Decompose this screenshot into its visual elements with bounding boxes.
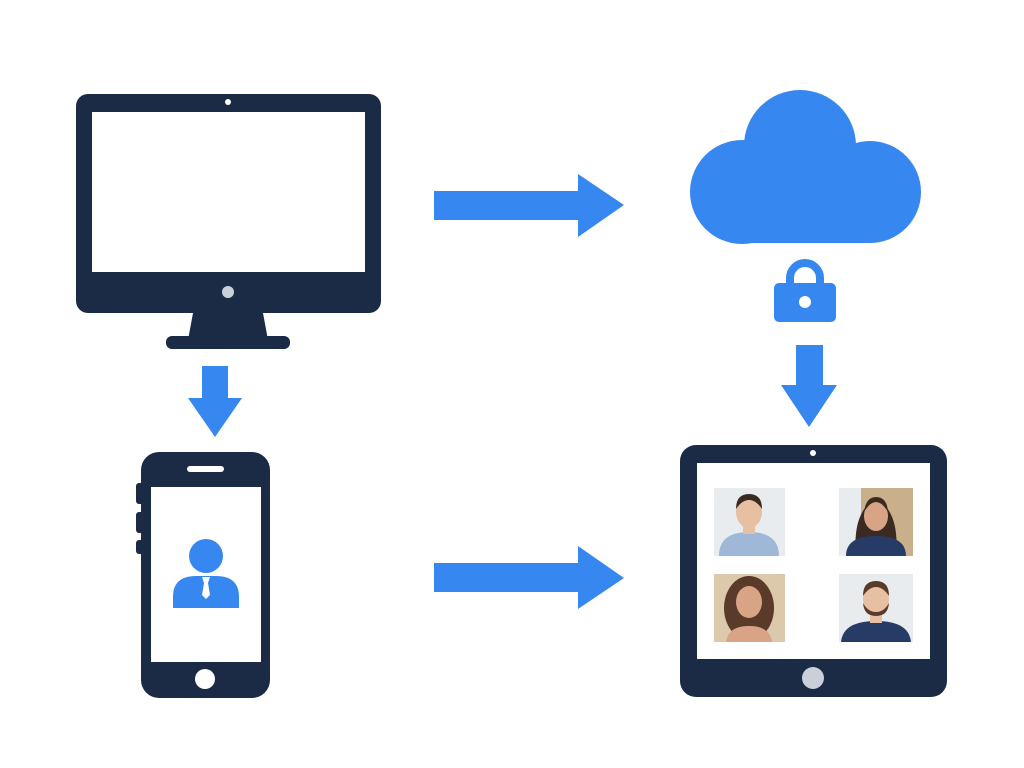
lock-shackle bbox=[786, 259, 824, 290]
monitor-camera bbox=[225, 99, 231, 105]
arrow-cloud-to-tablet bbox=[781, 345, 837, 427]
monitor-screen bbox=[92, 112, 365, 272]
arrow-desktop-to-cloud bbox=[434, 174, 624, 237]
arrow-desktop-to-phone bbox=[188, 366, 242, 437]
lock-icon bbox=[774, 259, 836, 322]
cloud-icon bbox=[690, 90, 921, 244]
tablet-home-button bbox=[802, 667, 824, 689]
participant-video-tile bbox=[714, 574, 785, 642]
desktop-monitor-icon bbox=[76, 94, 381, 349]
monitor-stand-base bbox=[166, 336, 290, 349]
video-call-grid bbox=[714, 488, 913, 642]
arrow-phone-to-tablet bbox=[434, 546, 624, 609]
smartphone-icon bbox=[136, 452, 270, 698]
user-avatar-icon bbox=[173, 539, 239, 608]
participant-video-tile bbox=[839, 574, 913, 642]
monitor-power-button bbox=[222, 286, 234, 298]
participant-video-tile bbox=[714, 488, 785, 556]
tablet-icon bbox=[680, 445, 947, 697]
avatar-tie bbox=[202, 577, 210, 599]
phone-home-button bbox=[195, 669, 215, 689]
tablet-camera bbox=[810, 450, 816, 456]
participant-video-tile bbox=[839, 488, 913, 556]
phone-speaker bbox=[187, 466, 224, 472]
monitor-stand-neck bbox=[188, 313, 268, 340]
phone-screen bbox=[151, 487, 261, 662]
lock-keyhole bbox=[799, 296, 811, 308]
